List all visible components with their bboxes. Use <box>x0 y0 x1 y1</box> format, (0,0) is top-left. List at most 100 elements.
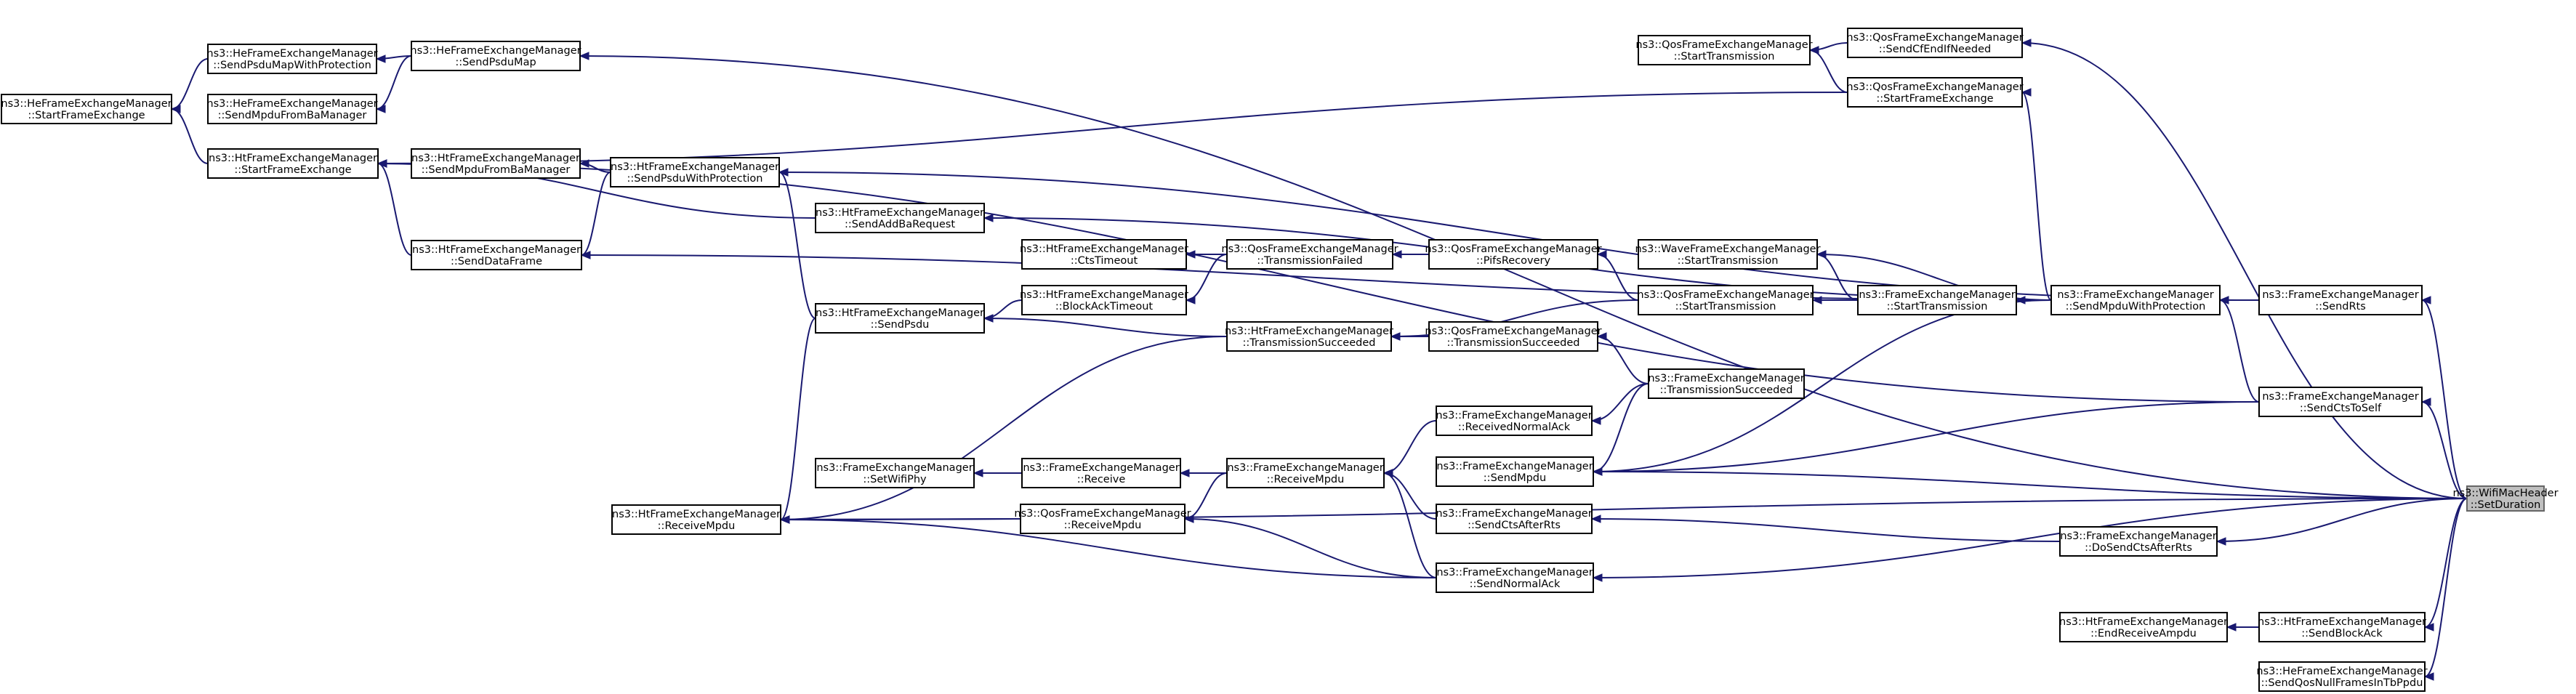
node-box <box>1428 321 1598 352</box>
node-he-smfba[interactable]: ns3::HeFrameExchangeManager::SendMpduFro… <box>206 94 378 124</box>
node-box <box>2050 285 2221 315</box>
edge-setdur-to-he_spm <box>579 55 2468 499</box>
node-qos-rm[interactable]: ns3::QosFrameExchangeManager::ReceiveMpd… <box>1014 504 1191 534</box>
node-class-label: ns3::FrameExchangeManager <box>1436 567 1593 578</box>
node-class-label: ns3::WaveFrameExchangeManager <box>1635 243 1820 255</box>
node-ht-bat[interactable]: ns3::HtFrameExchangeManager::BlockAckTim… <box>1020 285 1188 315</box>
node-fe-smwp[interactable]: ns3::FrameExchangeManager::SendMpduWithP… <box>2050 285 2221 315</box>
node-qos-st[interactable]: ns3::QosFrameExchangeManager::StartTrans… <box>1637 285 1814 315</box>
arrowhead-icon <box>1390 332 1401 341</box>
node-he-sqnf[interactable]: ns3::HeFrameExchangeManager::SendQosNull… <box>2256 661 2428 692</box>
node-ht-spwp[interactable]: ns3::HtFrameExchangeManager::SendPsduWit… <box>610 157 780 187</box>
node-box <box>1020 504 1186 534</box>
node-class-label: ns3::HtFrameExchangeManager <box>1020 243 1188 255</box>
node-ht-sabr[interactable]: ns3::HtFrameExchangeManager::SendAddBaRe… <box>815 203 985 233</box>
edge-ht_sp-to-ht_rm <box>780 318 816 520</box>
arrowhead-icon <box>2420 296 2431 304</box>
node-qos-scfe[interactable]: ns3::QosFrameExchangeManager::SendCfEndI… <box>1846 28 2024 58</box>
node-box <box>1428 239 1598 270</box>
node-method-label: ::StartFrameExchange <box>28 110 145 121</box>
node-method-label: ::ReceiveMpdu <box>1267 474 1345 485</box>
arrowhead-icon <box>2420 398 2431 406</box>
edge-ht_ts-to-ht_sp <box>983 318 1228 337</box>
node-class-label: ns3::QosFrameExchangeManager <box>1846 32 2023 44</box>
node-fe-sna[interactable]: ns3::FrameExchangeManager::SendNormalAck <box>1436 562 1594 593</box>
node-method-label: ::StartTransmission <box>1674 51 1775 62</box>
node-he-spm[interactable]: ns3::HeFrameExchangeManager::SendPsduMap <box>410 41 581 71</box>
arrowhead-icon <box>579 52 589 60</box>
node-qos-st-top[interactable]: ns3::QosFrameExchangeManager::StartTrans… <box>1635 35 1813 65</box>
arrowhead-icon <box>983 214 994 222</box>
arrowhead-icon <box>779 515 790 524</box>
node-ht-cts[interactable]: ns3::HtFrameExchangeManager::CtsTimeout <box>1020 239 1188 270</box>
node-fe-rna[interactable]: ns3::FrameExchangeManager::ReceivedNorma… <box>1436 405 1593 436</box>
node-class-label: ns3::QosFrameExchangeManager <box>1635 39 1812 51</box>
edge-fe_scts-to-fe_sm <box>1593 401 2260 472</box>
node-fe-recv[interactable]: ns3::FrameExchangeManager::Receive <box>1021 458 1181 488</box>
node-ht-era[interactable]: ns3::HtFrameExchangeManager::EndReceiveA… <box>2059 612 2228 642</box>
node-fe-swp[interactable]: ns3::FrameExchangeManager::SetWifiPhy <box>815 458 975 488</box>
node-class-label: ns3::FrameExchangeManager <box>2262 391 2418 403</box>
node-method-label: ::SendCtsToSelf <box>2300 403 2382 414</box>
node-setdur[interactable]: ns3::WifiMacHeader::SetDuration <box>2452 485 2559 512</box>
arrowhead-icon <box>778 168 789 177</box>
arrowhead-icon <box>2218 296 2229 304</box>
arrowhead-icon <box>375 105 386 113</box>
node-method-label: ::SetWifiPhy <box>863 474 927 485</box>
node-class-label: ns3::FrameExchangeManager <box>2262 289 2418 301</box>
node-ht-sba[interactable]: ns3::HtFrameExchangeManager::SendBlockAc… <box>2258 612 2426 642</box>
edge-fe_smwp-to-qos_sfe <box>2021 92 2052 301</box>
node-box <box>815 458 975 488</box>
node-class-label: ns3::HtFrameExchangeManager <box>1020 289 1188 301</box>
node-fe-sm[interactable]: ns3::FrameExchangeManager::SendMpdu <box>1436 456 1594 487</box>
node-class-label: ns3::HtFrameExchangeManager <box>209 153 377 164</box>
node-fe-dscar[interactable]: ns3::FrameExchangeManager::DoSendCtsAfte… <box>2059 526 2218 557</box>
arrowhead-icon <box>973 469 983 477</box>
node-fe-st[interactable]: ns3::FrameExchangeManager::StartTransmis… <box>1857 285 2017 315</box>
node-ht-start[interactable]: ns3::HtFrameExchangeManager::StartFrameE… <box>207 148 379 179</box>
node-qos-ts[interactable]: ns3::QosFrameExchangeManager::Transmissi… <box>1425 321 1602 352</box>
edge-fe_rm-to-qos_rm <box>1184 472 1228 520</box>
node-box <box>1436 562 1594 593</box>
node-he-swp[interactable]: ns3::HeFrameExchangeManager::SendPsduMap… <box>206 44 378 74</box>
arrowhead-icon <box>1592 467 1603 476</box>
node-fe-ts[interactable]: ns3::FrameExchangeManager::TransmissionS… <box>1648 368 1805 399</box>
arrowhead-icon <box>2423 623 2434 632</box>
arrowhead-icon <box>1391 250 1402 259</box>
node-qos-pr[interactable]: ns3::QosFrameExchangeManager::PifsRecove… <box>1425 239 1602 270</box>
node-fe-scar[interactable]: ns3::FrameExchangeManager::SendCtsAfterR… <box>1436 504 1593 534</box>
node-ht-sp[interactable]: ns3::HtFrameExchangeManager::SendPsdu <box>815 303 985 334</box>
node-fe-scts[interactable]: ns3::FrameExchangeManager::SendCtsToSelf <box>2258 387 2423 417</box>
arrowhead-icon <box>1382 469 1393 477</box>
node-qos-tf[interactable]: ns3::QosFrameExchangeManager::Transmissi… <box>1221 239 1398 270</box>
node-ht-sdf[interactable]: ns3::HtFrameExchangeManager::SendDataFra… <box>411 240 582 270</box>
arrowhead-icon <box>1596 332 1607 341</box>
node-method-label: ::BlockAckTimeout <box>1055 301 1154 312</box>
edge-fe_sna-to-qos_rm <box>1184 518 1437 578</box>
node-box <box>815 303 985 334</box>
edge-he_swp-to-he_start <box>171 58 209 110</box>
node-method-label: ::SendDataFrame <box>451 256 542 267</box>
node-box <box>2258 661 2426 692</box>
node-method-label: ::SendCfEndIfNeeded <box>1879 44 1991 55</box>
node-ht-smfba[interactable]: ns3::HtFrameExchangeManager::SendMpduFro… <box>411 148 581 179</box>
arrowhead-icon <box>1816 250 1827 259</box>
node-class-label: ns3::FrameExchangeManager <box>1023 462 1179 474</box>
node-fe-rm[interactable]: ns3::FrameExchangeManager::ReceiveMpdu <box>1226 458 1385 488</box>
node-box <box>1226 321 1392 352</box>
node-fe-srts[interactable]: ns3::FrameExchangeManager::SendRts <box>2258 285 2423 315</box>
node-method-label: ::TransmissionSucceeded <box>1243 337 1376 349</box>
node-box <box>611 504 781 535</box>
node-ht-rm[interactable]: ns3::HtFrameExchangeManager::ReceiveMpdu <box>611 504 781 535</box>
node-box <box>1226 458 1385 488</box>
node-he-start[interactable]: ns3::HeFrameExchangeManager::StartFrameE… <box>1 94 172 124</box>
node-ht-ts[interactable]: ns3::HtFrameExchangeManager::Transmissio… <box>1225 321 1393 352</box>
node-wave-st[interactable]: ns3::WaveFrameExchangeManager::StartTran… <box>1635 239 1821 270</box>
node-class-label: ns3::HtFrameExchangeManager <box>2059 616 2228 628</box>
node-class-label: ns3::HtFrameExchangeManager <box>1225 326 1393 337</box>
edge-fe_ts-to-fe_sm <box>1593 383 1649 472</box>
arrowhead-icon <box>1808 46 1819 55</box>
edge-qos_sfe-to-qos_st_top <box>1809 49 1848 93</box>
edge-qos_sfe-to-ht_start <box>377 92 1848 164</box>
node-qos-sfe[interactable]: ns3::QosFrameExchangeManager::StartFrame… <box>1846 77 2024 108</box>
